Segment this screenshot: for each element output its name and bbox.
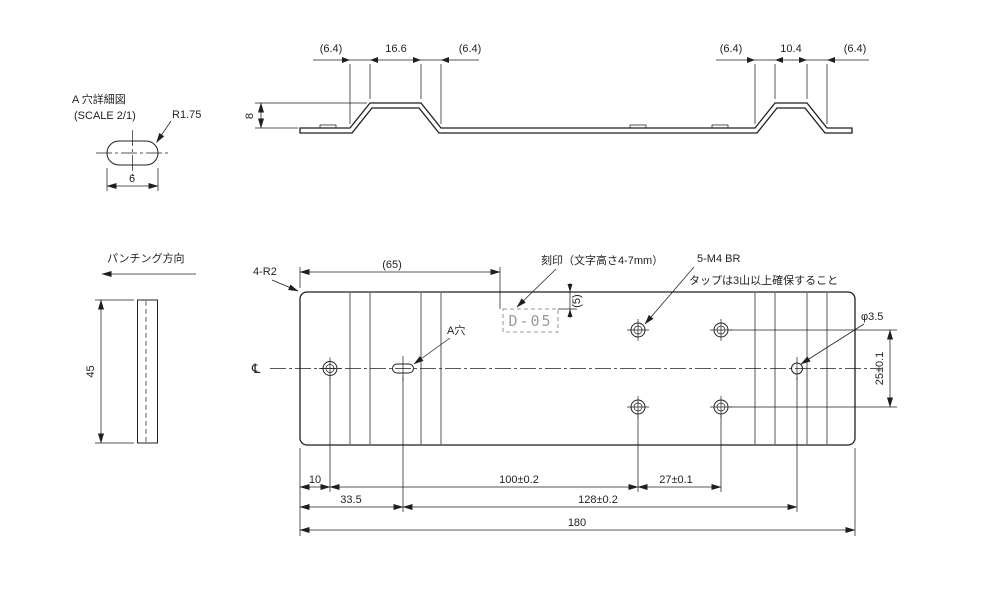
tap-note-label: タップは3山以上確保すること bbox=[689, 273, 838, 287]
row-pitch-dimension: 25±0.1 bbox=[730, 329, 897, 408]
corner-radius-leader bbox=[271, 279, 299, 292]
marking-text: D-05 bbox=[508, 312, 552, 330]
dim-33_5-label: 33.5 bbox=[340, 494, 361, 506]
detail-slot-centerlines bbox=[96, 130, 171, 176]
marking-leader bbox=[516, 268, 557, 308]
punch-direction-label: パンチング方向 bbox=[107, 251, 185, 265]
m4-hole bbox=[710, 396, 732, 418]
hole-a-label: A穴 bbox=[447, 323, 465, 337]
profile-surface-tabs bbox=[319, 124, 729, 129]
m4-hole bbox=[319, 357, 341, 380]
profile-dim-6_4-d: (6.4) bbox=[844, 43, 867, 55]
bottom-extension-lines bbox=[299, 377, 856, 536]
radius-leader bbox=[156, 120, 172, 143]
profile-dim-6_4-b: (6.4) bbox=[459, 43, 482, 55]
profile-view: (6.4) 16.6 (6.4) (6.4) 10.4 (6.4) 8 bbox=[244, 43, 869, 134]
marking-offset-label: (5) bbox=[571, 294, 583, 307]
detail-slot-outline bbox=[106, 140, 159, 166]
profile-height-dimension: 8 bbox=[244, 102, 367, 129]
radius-label: R1.75 bbox=[172, 109, 201, 121]
phi35-hole bbox=[791, 357, 803, 380]
hole-a-leader bbox=[413, 337, 451, 365]
profile-dim-16_6: 16.6 bbox=[385, 43, 406, 55]
detail-width-label: 6 bbox=[129, 173, 135, 185]
profile-dim-6_4-c: (6.4) bbox=[720, 43, 743, 55]
side-height-label: 45 bbox=[85, 365, 97, 377]
detail-view-scale: (SCALE 2/1) bbox=[74, 110, 136, 122]
dim-128-label: 128±0.2 bbox=[578, 494, 618, 506]
side-view-outline bbox=[137, 299, 158, 444]
profile-outline bbox=[299, 102, 853, 134]
top-width-label: (65) bbox=[382, 259, 402, 271]
profile-dimension-lines bbox=[313, 57, 869, 63]
side-height-dimension: 45 bbox=[85, 299, 134, 444]
m4-hole bbox=[710, 319, 732, 341]
profile-dim-10_4: 10.4 bbox=[780, 43, 801, 55]
top-width-dimension: (65) bbox=[299, 259, 501, 309]
corner-radius-label: 4-R2 bbox=[253, 266, 277, 278]
detail-view-title: A 穴詳細図 bbox=[72, 92, 126, 106]
marking-box bbox=[502, 308, 559, 333]
tap-leader bbox=[644, 266, 695, 325]
side-view: パンチング方向 45 bbox=[85, 251, 196, 444]
marking-note-label: 刻印（文字高さ4-7mm） bbox=[541, 253, 663, 267]
hole-dia-leader bbox=[800, 323, 865, 365]
m4-hole bbox=[627, 319, 649, 341]
bottom-dimension-row-1: 10 100±0.2 27±0.1 bbox=[299, 474, 722, 490]
plan-view: ℄ bbox=[251, 253, 897, 536]
profile-extension-lines bbox=[349, 64, 828, 124]
marking-offset-dimension: (5) bbox=[558, 283, 583, 318]
dim-10-label: 10 bbox=[309, 474, 321, 486]
profile-dim-6_4-a: (6.4) bbox=[320, 43, 343, 55]
tap-label: 5-M4 BR bbox=[697, 253, 740, 265]
profile-height-label: 8 bbox=[244, 113, 256, 119]
hole-dia-label: φ3.5 bbox=[861, 311, 883, 323]
dim-180-label: 180 bbox=[568, 517, 586, 529]
dim-100-label: 100±0.2 bbox=[499, 474, 539, 486]
detail-width-dimension: 6 bbox=[106, 168, 159, 191]
m4-hole bbox=[627, 396, 649, 418]
bottom-dimension-row-2: 33.5 128±0.2 bbox=[299, 494, 798, 510]
bottom-dimension-row-3: 180 bbox=[299, 517, 856, 533]
detail-view-a-hole: A 穴詳細図 (SCALE 2/1) R1.75 6 bbox=[72, 92, 201, 191]
centerline-symbol: ℄ bbox=[251, 361, 261, 376]
dim-27-label: 27±0.1 bbox=[659, 474, 693, 486]
slot-hole-a bbox=[392, 356, 414, 381]
row-pitch-label: 25±0.1 bbox=[874, 352, 886, 386]
